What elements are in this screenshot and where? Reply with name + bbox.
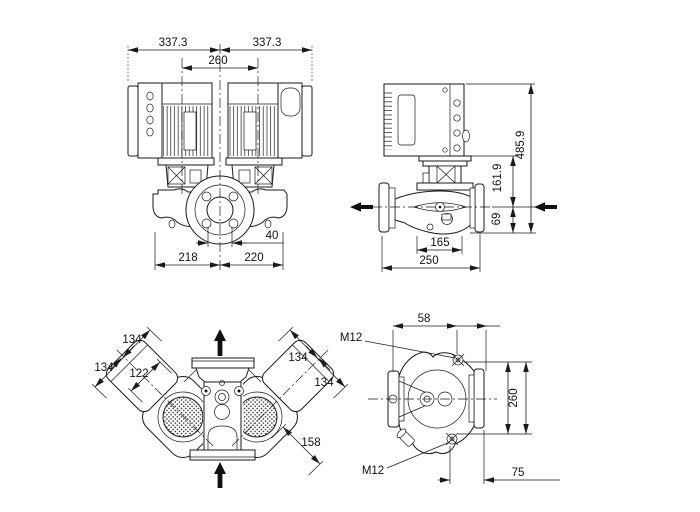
suction-flange [378,182,390,233]
end-flange-right [473,368,485,429]
dim-220-label: 220 [244,252,263,264]
thread-m12-top-label: M12 [340,332,362,344]
motor-right [225,82,313,188]
dim-260-end-label: 260 [508,388,520,407]
dimension-165: 165 [416,236,463,254]
dimension-218: 218 [154,232,220,270]
fan-cover-left [162,396,204,438]
port-direction-arrow-bottom [214,462,226,488]
drain-stub [396,428,415,447]
port-direction-arrow-top [214,329,226,356]
dimension-485: 485.9 [466,83,535,233]
thread-m12-bottom-label: M12 [362,465,384,477]
callout-m12-bottom: M12 [362,441,451,477]
dimension-40: 40 [196,227,284,247]
dimension-chain-right: 134 134 [278,326,349,399]
callout-m12-top: M12 [340,332,456,359]
drain-plug-right [264,219,272,229]
side-volute [378,182,485,235]
end-view: M12 M12 58 260 [340,313,560,484]
dim-69-label: 69 [491,213,503,226]
dim-337-left-label: 337.3 [159,37,188,49]
top-flange-lower [189,449,256,461]
dimension-122: 122 [127,358,172,403]
dimension-337-left: 337.3 [127,37,220,82]
side-pump-head [418,155,472,189]
side-view: 485.9 161.9 69 165 250 [350,83,557,272]
flow-arrow-right [534,202,557,212]
dimension-161: 161.9 [464,155,518,207]
dimension-69: 69 [470,206,536,234]
dim-161-label: 161.9 [492,164,504,193]
dim-134-left-outer-label: 134 [122,334,142,346]
dim-40-label: 40 [266,230,279,242]
dim-158-label: 158 [301,437,320,449]
dim-485-label: 485.9 [515,131,527,160]
dimension-220: 220 [220,232,284,270]
motor-nameplate-right [243,111,257,151]
dim-122-label: 122 [129,368,148,380]
dim-75-label: 75 [512,467,525,479]
dimension-260: 260 [182,55,258,71]
dim-337-right-label: 337.3 [253,37,282,49]
dimension-337-right: 337.3 [220,37,313,82]
top-view: 134 134 122 134 134 158 [91,326,349,488]
dim-134-left-inner-label: 134 [94,362,114,374]
port-throat [207,425,238,450]
side-motor [383,83,470,157]
dim-134-right-inner-label: 134 [314,377,334,389]
dimension-58: 58 [392,313,500,372]
drain-plug-left [168,219,176,229]
motor-nameplate-left [183,111,197,151]
motor-left [127,82,215,188]
top-center-body [183,357,262,461]
dimension-260-end: 260 [458,361,532,435]
dim-58-label: 58 [418,313,431,325]
dim-165-label: 165 [430,237,449,249]
dim-260-label: 260 [208,55,227,67]
dimension-158: 158 [271,423,324,476]
discharge-flange [474,183,485,233]
dimension-chain-left: 134 134 [91,326,162,399]
dim-250-label: 250 [419,255,438,267]
dimension-250: 250 [381,234,481,272]
bolt-hole-top [451,353,465,367]
dim-218-label: 218 [178,252,197,264]
side-motor-fins [384,90,392,150]
front-view: 337.3 337.3 260 40 218 220 [127,37,313,270]
dim-134-right-outer-label: 134 [288,352,308,364]
dimension-75: 75 [438,430,560,484]
side-nameplate [397,94,416,146]
top-flange-upper [191,357,255,369]
flow-arrow-left [350,202,373,212]
